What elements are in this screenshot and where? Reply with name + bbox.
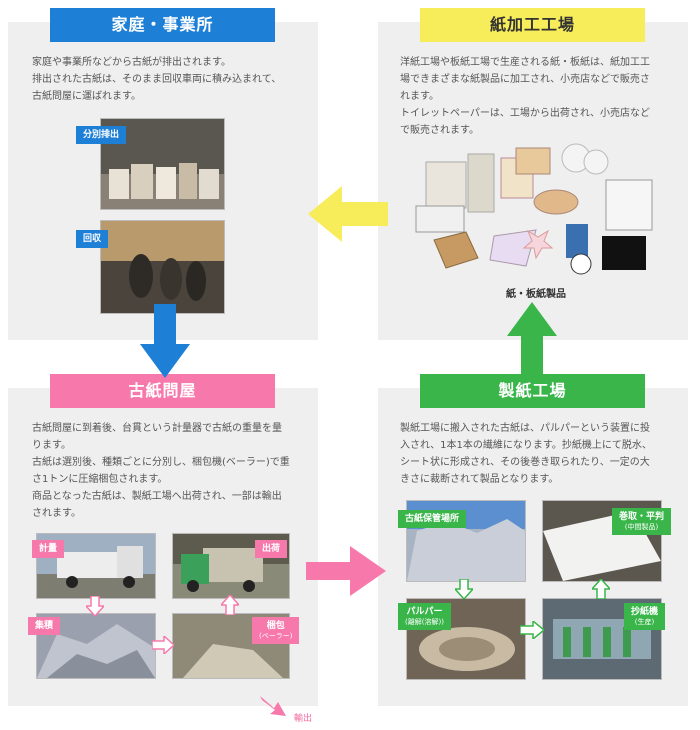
tag-accumulation: 集積 xyxy=(28,617,61,635)
tag-collection: 回収 xyxy=(76,230,109,248)
tag-storage: 古紙保管場所 xyxy=(398,510,467,528)
wholesaler-description: 古紙問屋に到着後、台貫という計量器で古紙の重量を量 ります。 古紙は選別後、種類… xyxy=(32,420,317,522)
household-text-line: 排出された古紙は、そのまま回収車両に積み込まれて、 xyxy=(32,74,282,85)
paper-mill-text-line: きさに裁断されて製品となります。 xyxy=(400,474,559,485)
wholesaler-text-line: ります。 xyxy=(32,440,71,451)
arrow-processing-to-household xyxy=(308,186,388,242)
arrow-pulper-to-machine xyxy=(520,621,544,639)
paper-products-illustration xyxy=(415,143,653,275)
paper-machine-illustration xyxy=(543,599,661,679)
pulper-illustration xyxy=(407,599,525,679)
arrow-export xyxy=(260,696,286,716)
tag-paper-machine-sublabel: (生産) xyxy=(634,618,655,626)
arrow-storage-to-pulper xyxy=(455,579,473,599)
sorted-bundles-illustration xyxy=(101,119,224,209)
tag-pulper-sublabel: (離解(溶解)) xyxy=(405,618,444,626)
arrow-pack-to-ship xyxy=(221,595,239,615)
paper-mill-title: 製紙工場 xyxy=(420,374,645,408)
wholesaler-text-line: 古紙問屋に到着後、台貫という計量器で古紙の重量を量 xyxy=(32,423,282,434)
wholesaler-text-line: されます。 xyxy=(32,508,81,519)
wholesaler-text-line: さ1トンに圧縮梱包されます。 xyxy=(32,474,168,485)
tag-pulper: パルパー (離解(溶解)) xyxy=(398,603,451,630)
household-title: 家庭・事業所 xyxy=(50,8,275,42)
tag-baling: 梱包 (ベーラー) xyxy=(252,617,300,644)
arrow-household-to-wholesaler xyxy=(140,304,190,378)
household-text-line: 古紙問屋に運ばれます。 xyxy=(32,91,141,102)
truck-scale-illustration xyxy=(37,546,155,598)
tag-shipping: 出荷 xyxy=(255,540,288,558)
photo-shipping xyxy=(172,533,290,599)
paper-processing-text-line: トイレットペーパーは、工場から出荷され、小売店など xyxy=(400,108,650,119)
tag-reel-sublabel: (中間製品) xyxy=(624,523,659,531)
photo-baling xyxy=(172,613,290,679)
collection-truck-illustration xyxy=(101,221,224,313)
paper-processing-text-line: で販売されます。 xyxy=(400,125,479,136)
household-text-line: 家庭や事業所などから古紙が排出されます。 xyxy=(32,57,231,68)
paper-products-caption: 紙・板紙製品 xyxy=(506,289,566,300)
wholesaler-title: 古紙問屋 xyxy=(50,374,275,408)
tag-separated-discharge: 分別排出 xyxy=(76,126,127,144)
tag-pulper-label: パルパー xyxy=(406,607,443,617)
paper-processing-description: 洋紙工場や板紙工場で生産される紙・板紙は、紙加工工 場できまざまな紙製品に加工さ… xyxy=(400,54,685,139)
tag-reel-label: 巻取・平判 xyxy=(619,512,665,522)
arrow-wholesaler-to-mill xyxy=(306,546,386,596)
paper-processing-text-line: 場できまざまな紙製品に加工され、小売店などで販売さ xyxy=(400,74,650,85)
tag-baling-label: 梱包 xyxy=(266,621,285,631)
paper-processing-text-line: 洋紙工場や板紙工場で生産される紙・板紙は、紙加工工 xyxy=(400,57,650,68)
arrow-collect-to-pack xyxy=(152,636,174,654)
paper-processing-text-line: れます。 xyxy=(400,91,439,102)
paper-pile-illustration xyxy=(37,624,155,678)
photo-collection xyxy=(100,220,225,314)
household-description: 家庭や事業所などから古紙が排出されます。 排出された古紙は、そのまま回収車両に積… xyxy=(32,54,312,105)
tag-weighing: 計量 xyxy=(32,540,65,558)
paper-mill-text-line: 入され、1本1本の繊維になります。抄紙機上にて脱水、 xyxy=(400,440,652,451)
export-label: 輸出 xyxy=(294,714,313,724)
paper-mill-description: 製紙工場に搬入された古紙は、パルパーという装置に投 入され、1本1本の繊維になり… xyxy=(400,420,685,488)
tag-baling-sublabel: (ベーラー) xyxy=(259,632,293,640)
wholesaler-text-line: 古紙は選別後、種類ごとに分別し、梱包機(ベーラー)で重 xyxy=(32,457,290,468)
wholesaler-text-line: 商品となった古紙は、製紙工場へ出荷され、一部は輸出 xyxy=(32,491,282,502)
arrow-weigh-to-collect xyxy=(86,596,104,616)
arrow-mill-to-processing xyxy=(507,302,557,376)
paper-processing-title: 紙加工工場 xyxy=(420,8,645,42)
tag-paper-machine-label: 抄紙機 xyxy=(631,607,659,617)
paper-mill-text-line: シート状に形成され、その後巻き取られたり、一定の大 xyxy=(400,457,650,468)
photo-paper-machine xyxy=(542,598,662,680)
photo-accumulation xyxy=(36,613,156,679)
tag-reel: 巻取・平判 (中間製品) xyxy=(612,508,672,535)
tag-paper-machine: 抄紙機 (生産) xyxy=(624,603,666,630)
paper-mill-text-line: 製紙工場に搬入された古紙は、パルパーという装置に投 xyxy=(400,423,650,434)
arrow-machine-to-reel xyxy=(592,579,610,599)
